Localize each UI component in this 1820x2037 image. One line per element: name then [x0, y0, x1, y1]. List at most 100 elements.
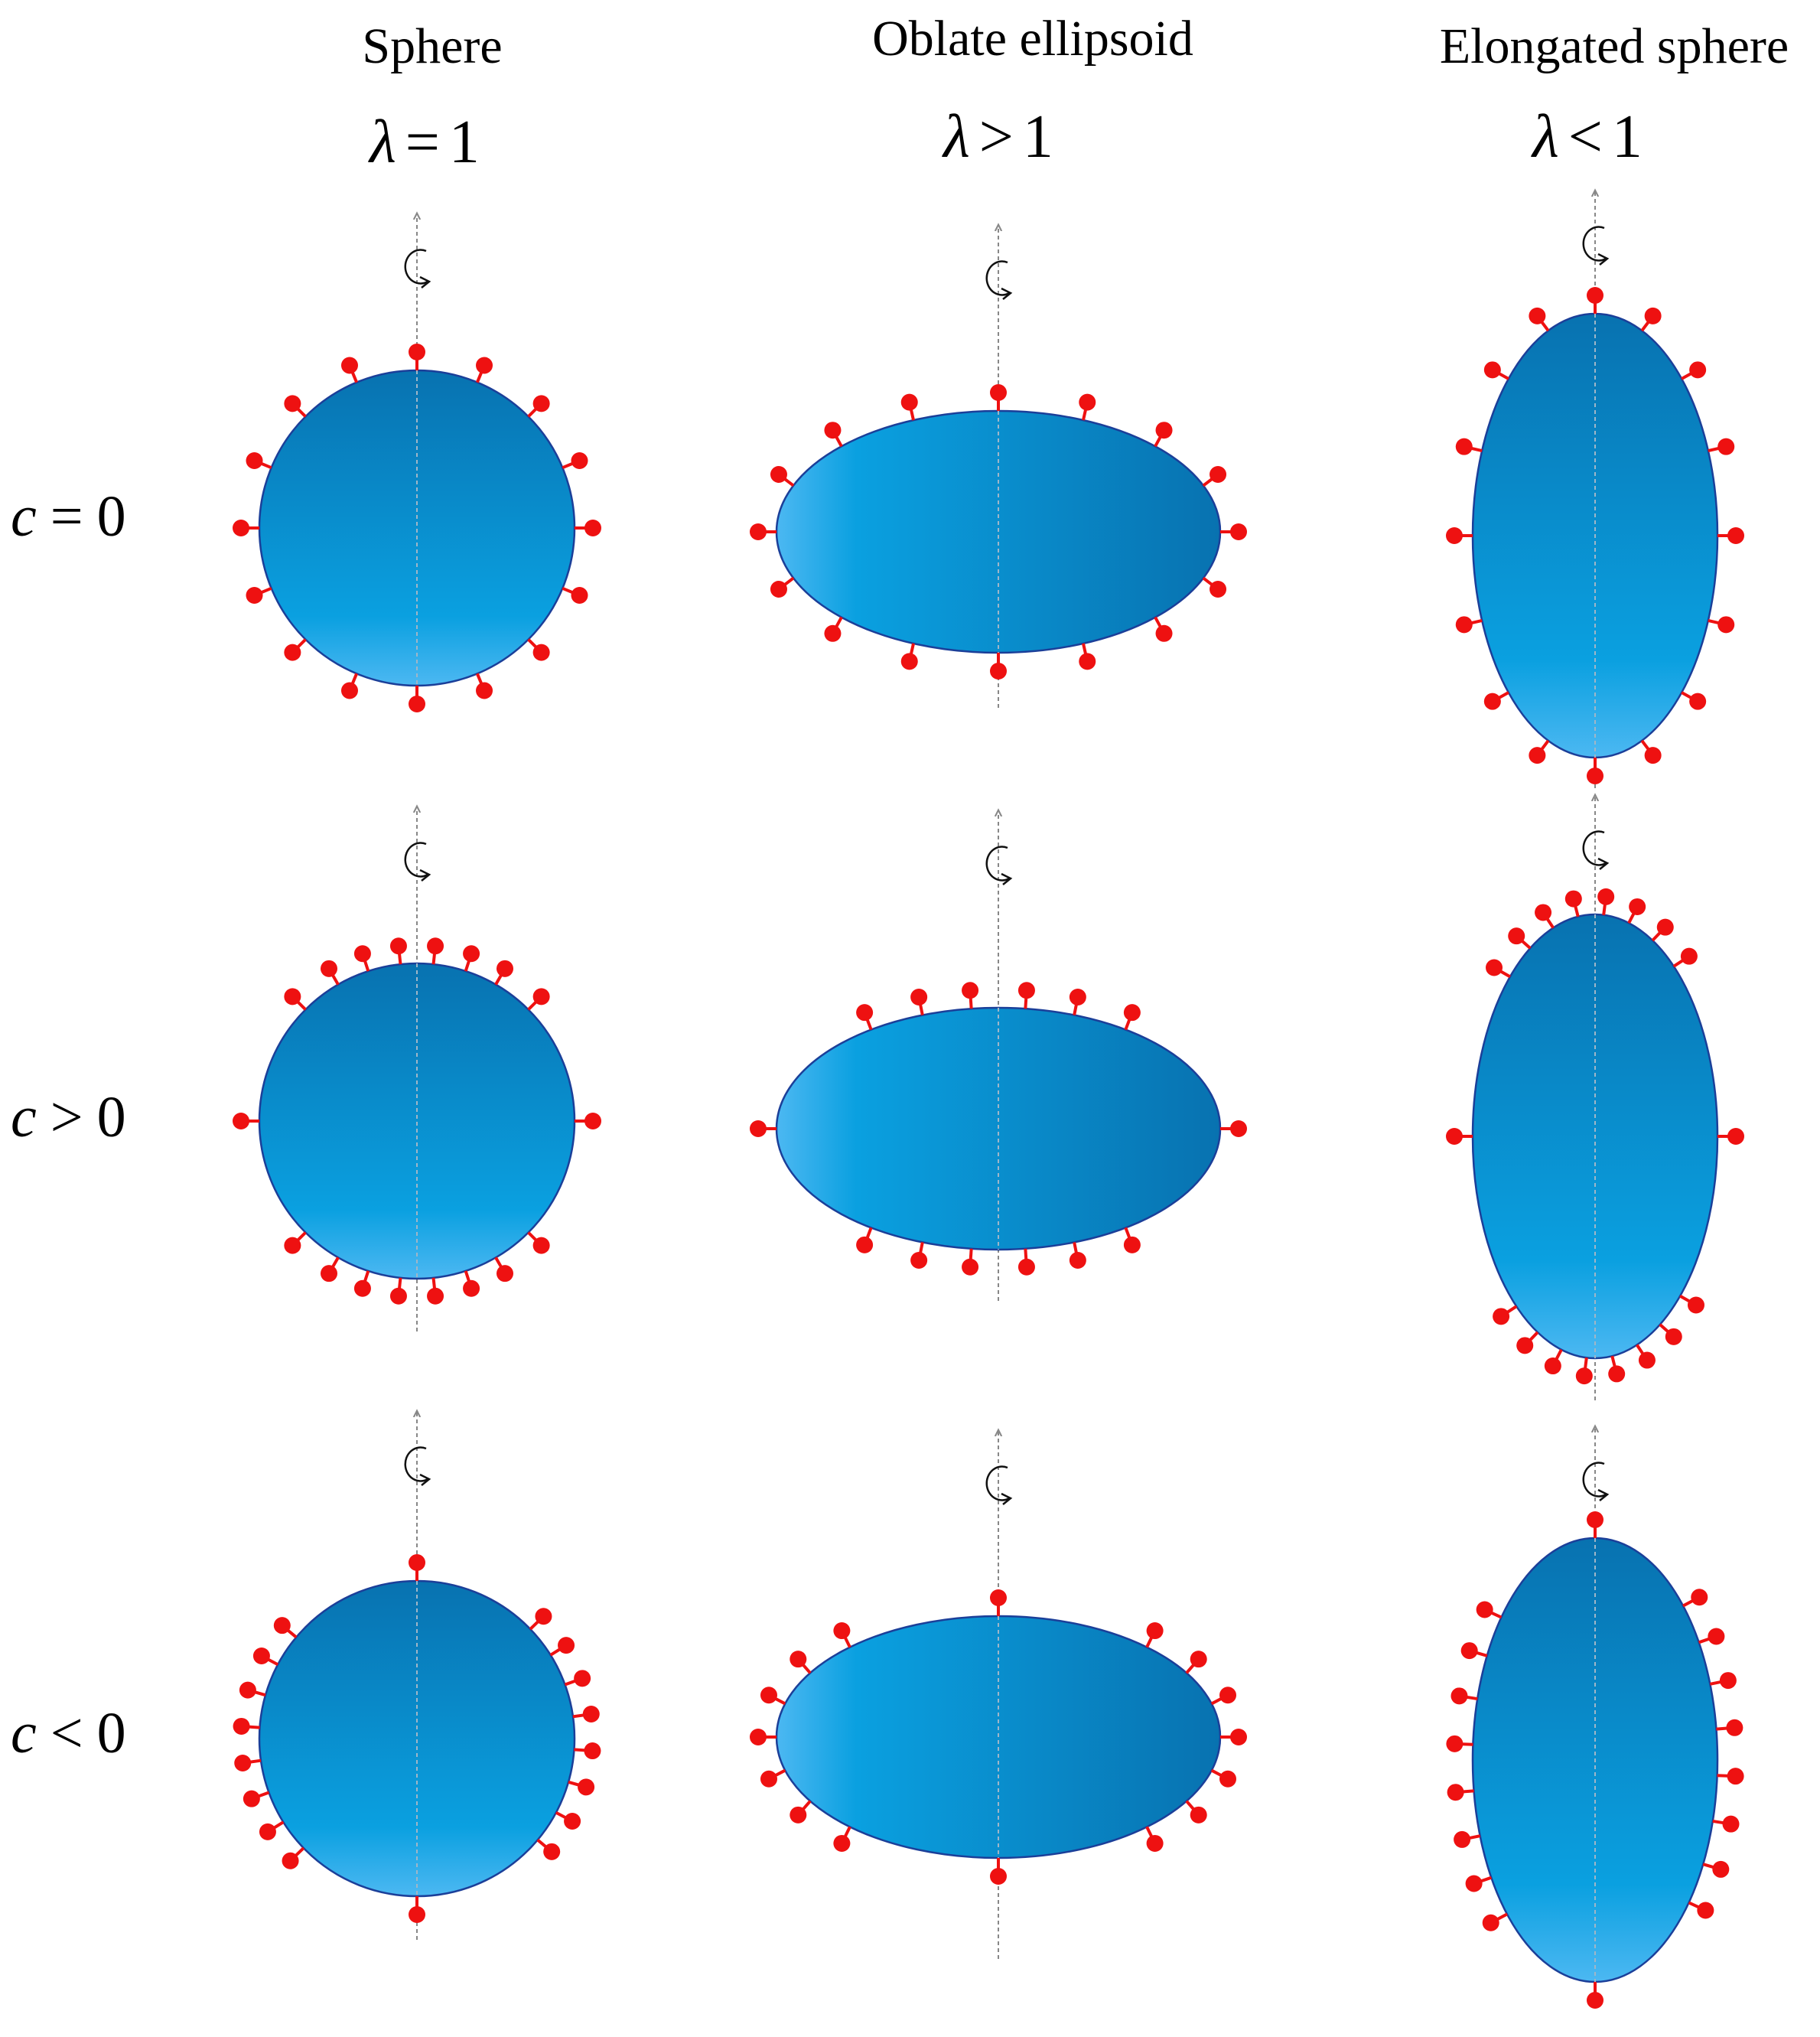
ligand-head: [476, 682, 493, 699]
ligand-head: [1689, 361, 1707, 379]
rotation-arrowhead-icon: [1001, 872, 1013, 885]
ligand-head: [750, 1120, 767, 1137]
row-label-c-negative: c<0: [11, 1701, 126, 1765]
ligand-head: [1535, 904, 1552, 921]
ligand-head: [1587, 287, 1603, 304]
ligand-head: [532, 644, 550, 661]
ligand-head: [1446, 527, 1463, 544]
ligand-head: [900, 653, 918, 670]
ligand-head: [1482, 1914, 1499, 1931]
ligand-head: [1587, 768, 1603, 784]
column-headers: Sphere Oblate ellipsoid Elongated sphere…: [362, 11, 1789, 176]
ligand-head: [543, 1843, 561, 1860]
ligand-head: [246, 587, 263, 605]
ligand-head: [1727, 527, 1744, 544]
ligand-head: [273, 1617, 291, 1634]
particle-sphere-row-1: [233, 807, 601, 1331]
ligand-head: [1727, 1768, 1744, 1785]
ligand-head: [340, 357, 358, 374]
ligand-head: [259, 1823, 276, 1840]
ligand-head: [532, 395, 550, 412]
ligand-head: [535, 1608, 552, 1625]
ligand-head: [790, 1651, 807, 1668]
ligand-head: [962, 982, 979, 999]
particle-sphere-row-2: [233, 1412, 601, 1940]
ligand-head: [1508, 927, 1525, 945]
ligand-head: [1680, 947, 1698, 965]
ligand-head: [1454, 1830, 1471, 1848]
rotation-arrow-icon: [404, 249, 428, 285]
lambda-symbol: λ: [1531, 103, 1559, 171]
ligand-head: [243, 1790, 260, 1807]
ligand-head: [578, 1778, 595, 1796]
rotation-arrow-icon: [404, 842, 428, 878]
ligand-head: [1529, 747, 1546, 764]
ligand-head: [770, 466, 787, 484]
ligand-head: [1665, 1328, 1682, 1345]
ligand-head: [1155, 624, 1173, 642]
ligand-head: [1638, 1351, 1656, 1369]
ligand-head: [962, 1258, 979, 1276]
rotation-arrowhead-icon: [1001, 1492, 1013, 1505]
ligand-head: [1597, 888, 1615, 905]
ligand-head: [1726, 1719, 1743, 1736]
ligand-head: [409, 344, 425, 360]
ligand-head: [1691, 1589, 1708, 1606]
rotation-arrowhead-icon: [1597, 857, 1610, 870]
ligand-head: [760, 1687, 777, 1704]
ligand-head: [1717, 438, 1735, 455]
ligand-head: [1697, 1902, 1714, 1919]
row-labels: c=0 c>0 c<0: [11, 484, 126, 1765]
ligand-head: [233, 1113, 249, 1129]
lambda-relation: >: [979, 103, 1014, 171]
row-label-c-zero: c=0: [11, 484, 126, 549]
ligand-head: [239, 1681, 256, 1699]
ligand-head: [558, 1637, 575, 1654]
lambda-relation: <: [1568, 103, 1603, 171]
particle-body: [258, 1579, 576, 1898]
ligand-head: [750, 1729, 767, 1745]
ligand-head: [233, 520, 249, 536]
ligand-head: [353, 1279, 371, 1297]
ligand-head: [1575, 1367, 1593, 1385]
ligand-head: [1717, 616, 1735, 634]
ligand-head: [571, 587, 588, 605]
ligand-head: [1722, 1815, 1740, 1833]
ligand-head: [1455, 438, 1473, 455]
ligand-head: [427, 937, 444, 955]
lambda-label-sphere: λ=1: [368, 109, 480, 176]
ligand-head: [1146, 1834, 1164, 1852]
ligand-head: [824, 422, 842, 439]
ligand-head: [1727, 1128, 1744, 1145]
ligand-head: [497, 1265, 513, 1282]
ligand-head: [1123, 1004, 1141, 1022]
ligand-head: [1017, 1258, 1035, 1276]
ligand-head: [389, 1287, 407, 1305]
particle-elongated-row-0: [1446, 191, 1744, 788]
ligand-head: [856, 1236, 874, 1253]
ligand-head: [284, 988, 301, 1005]
rotation-arrow-icon: [985, 846, 1010, 882]
particle-body: [258, 962, 576, 1280]
particle-oblate-row-1: [750, 811, 1247, 1301]
ligand-head: [340, 682, 358, 699]
ligand-head: [1644, 307, 1662, 324]
ligand-head: [321, 1265, 337, 1282]
ligand-head: [409, 696, 425, 712]
ligand-head: [824, 624, 842, 642]
ligand-head: [856, 1004, 874, 1022]
ligand-head: [1656, 918, 1674, 936]
ligand-head: [1446, 1735, 1463, 1752]
lambda-value: 1: [1023, 103, 1053, 171]
ligand-head: [790, 1806, 807, 1824]
ligand-head: [1719, 1672, 1737, 1690]
ligand-head: [900, 393, 918, 411]
lambda-value: 1: [449, 109, 480, 176]
rotation-arrow-icon: [1582, 1462, 1607, 1498]
ligand-head: [582, 1705, 600, 1722]
ligand-head: [532, 988, 550, 1005]
ligand-head: [1219, 1770, 1237, 1788]
ligand-head: [1210, 466, 1227, 484]
ligand-head: [1544, 1357, 1561, 1375]
ligand-head: [463, 945, 480, 963]
